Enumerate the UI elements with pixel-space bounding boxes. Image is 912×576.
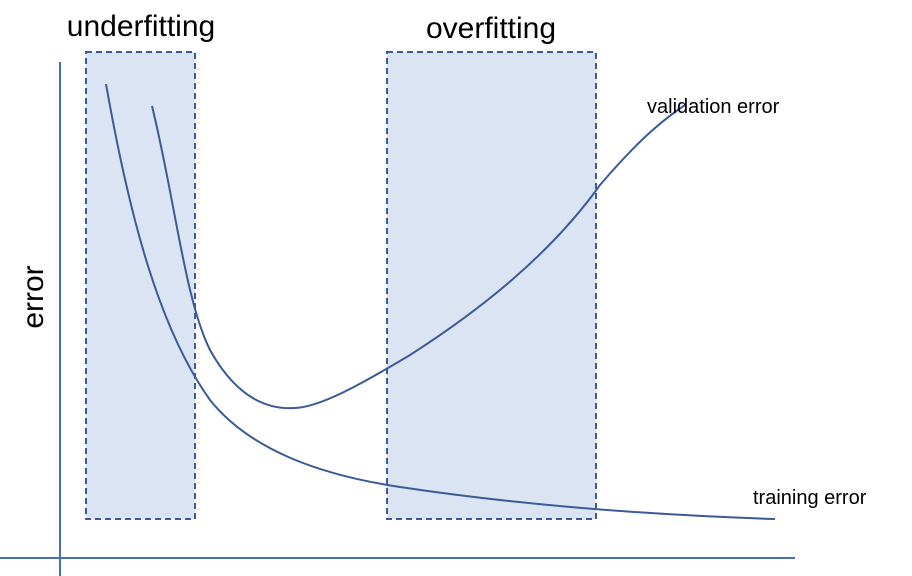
training-error-label: training error [753, 487, 867, 509]
overfitting-label: overfitting [426, 12, 556, 45]
validation-error-curve [151, 104, 686, 410]
underfitting-label: underfitting [67, 10, 215, 43]
underfitting-region [85, 51, 196, 520]
validation-error-label: validation error [647, 96, 780, 118]
overfitting-region [386, 51, 597, 520]
y-axis-label: error [17, 265, 50, 328]
training-error-curve [105, 83, 776, 520]
